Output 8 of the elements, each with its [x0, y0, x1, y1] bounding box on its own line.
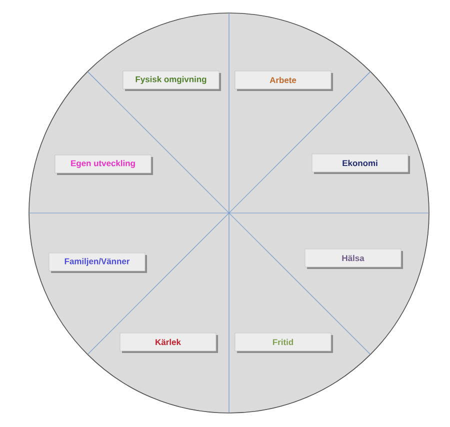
label-box: Kärlek — [120, 332, 218, 353]
label-box: Egen utveckling — [54, 154, 153, 175]
label-box: Hälsa — [304, 248, 403, 269]
label-box: Arbete — [234, 70, 333, 91]
label-box: Ekonomi — [312, 154, 410, 174]
label-box: Fysisk omgivning — [122, 70, 221, 91]
label-box: Fritid — [234, 332, 333, 353]
label-box: Familjen/Vänner — [48, 252, 147, 273]
